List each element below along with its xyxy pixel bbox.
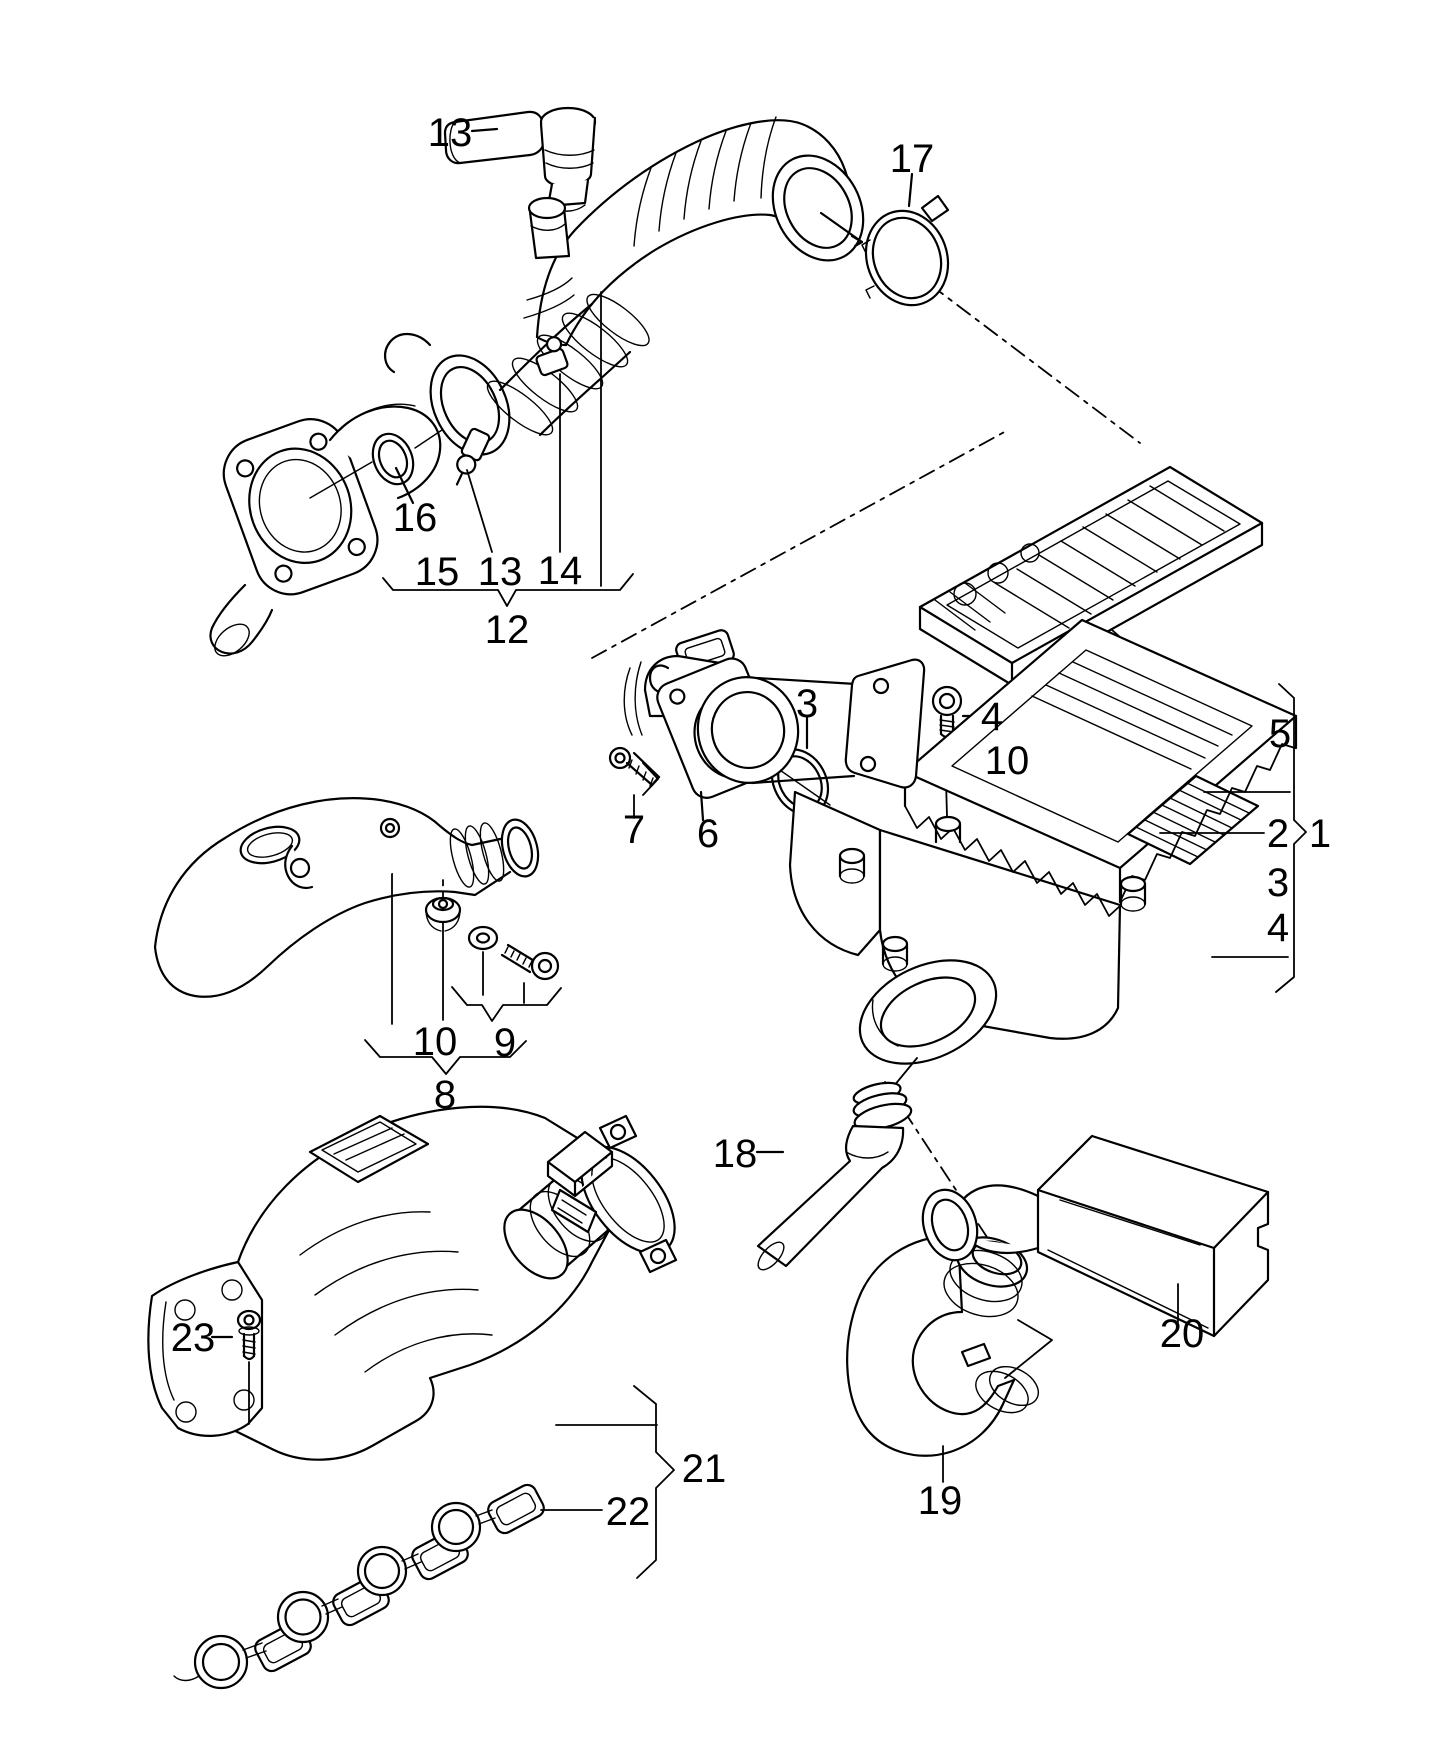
intake-hose-19 (846, 1234, 1040, 1483)
callout-1: 1 (1309, 812, 1331, 856)
bracket-1 (1275, 683, 1307, 993)
callout-12: 12 (485, 608, 530, 652)
callout-23: 23 (171, 1316, 216, 1360)
callout-3-oring: 3 (796, 682, 818, 726)
callout-2: 2 (1267, 812, 1289, 856)
intake-hose-14 (523, 116, 865, 347)
callout-15: 15 (415, 550, 460, 594)
callout-8: 8 (434, 1073, 456, 1117)
callout-4-bolt: 4 (981, 695, 1003, 739)
breather-elbow-13 (443, 106, 597, 212)
callout-20: 20 (1160, 1312, 1205, 1356)
callout-22: 22 (606, 1490, 651, 1534)
callout-5: 5 (1269, 712, 1291, 756)
callout-13-clamp: 13 (478, 550, 523, 594)
callout-4-housing: 4 (1267, 906, 1289, 950)
callout-10-grommet: 10 (985, 739, 1030, 783)
callout-10-duct: 10 (413, 1020, 458, 1064)
hose-clamp-17 (861, 172, 950, 307)
callout-13-elbow: 13 (428, 111, 473, 155)
callout-21: 21 (682, 1447, 727, 1491)
callout-18: 18 (713, 1132, 758, 1176)
callout-9: 9 (494, 1021, 516, 1065)
air-scoop-20 (921, 1134, 1270, 1338)
callout-17: 17 (890, 137, 935, 181)
callout-7: 7 (623, 808, 645, 852)
callout-3-housing: 3 (1267, 861, 1289, 905)
bolt-23 (210, 1309, 262, 1425)
intake-duct-8 (153, 797, 562, 1075)
callout-14: 14 (538, 549, 583, 593)
callout-19: 19 (918, 1479, 963, 1523)
callout-6: 6 (697, 812, 719, 856)
vent-hose-18 (755, 1057, 918, 1271)
screw-7 (608, 746, 661, 819)
air-cleaner-housing-1 (696, 618, 1298, 1065)
callout-labels: 13 17 16 15 13 14 12 3 4 10 7 6 5 2 1 3 … (171, 111, 1331, 1534)
intake-manifold-21 (147, 1105, 678, 1579)
turbo-pipe-group-12 (209, 291, 650, 657)
manifold-gasket-22 (173, 1483, 603, 1690)
callout-16: 16 (393, 496, 438, 540)
